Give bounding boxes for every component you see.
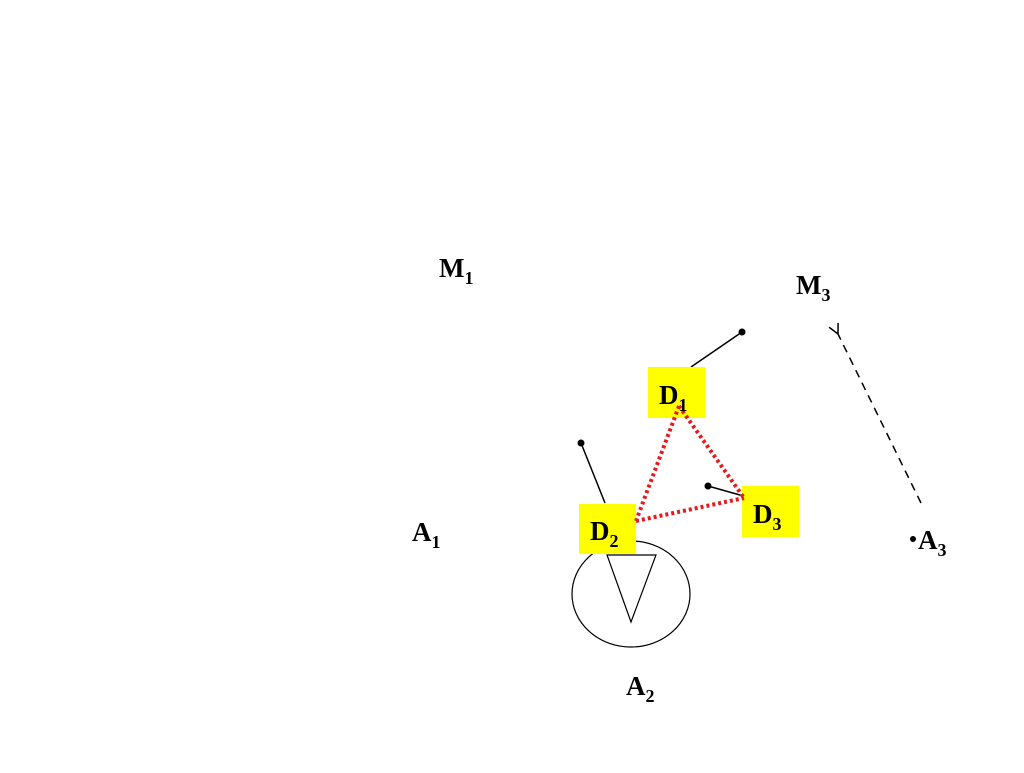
antenna-d2 [577,439,606,504]
a2-symbol [571,540,691,648]
a2-triangle [606,554,657,624]
label-a3: A3 [918,525,947,560]
label-m3: M3 [796,270,830,305]
link-d1-d2 [634,405,681,522]
d3-box [742,486,799,537]
antenna-d1-dot [738,328,746,336]
antenna-d2-dot [577,439,585,447]
a3-bullet [910,536,916,542]
antenna-d3-dot [704,482,712,490]
d2-box [579,504,636,554]
antenna-d1 [690,328,746,368]
a2-circle [571,540,691,648]
label-d2: D2 [590,516,619,551]
dotted-links [634,404,746,523]
label-m1: M1 [439,253,473,288]
link-d2-d3 [635,496,745,523]
label-a1: A1 [412,517,441,552]
arrow-a3-to-m3 [838,334,922,504]
link-d1-d3 [677,404,746,500]
label-d1: D1 [659,380,688,415]
label-a2: A2 [626,671,655,706]
d1-box [648,367,705,418]
label-d3: D3 [753,499,782,534]
